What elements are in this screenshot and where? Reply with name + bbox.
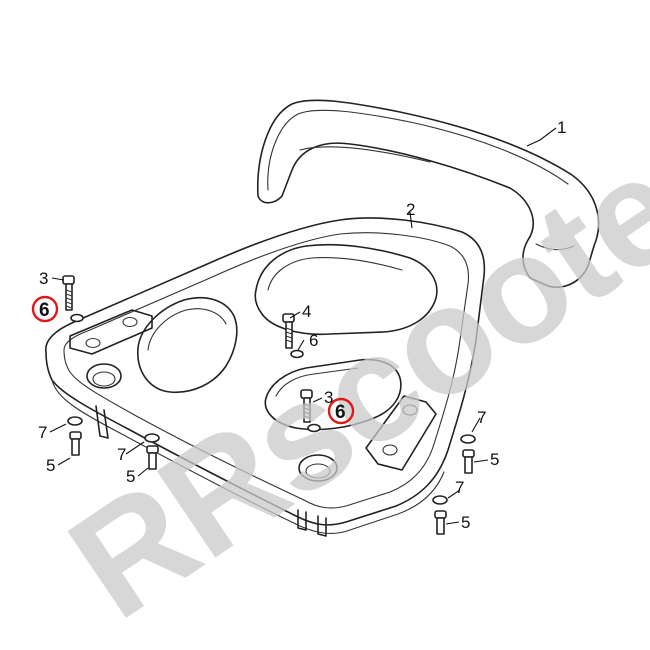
callout-5-left: 5 xyxy=(46,456,55,475)
callout-7-left: 7 xyxy=(38,423,47,442)
callout-6-left: 6 xyxy=(39,300,50,321)
callout-7-mid-left: 7 xyxy=(117,445,126,464)
callout-3-center: 3 xyxy=(324,388,333,407)
leader-lines xyxy=(49,127,557,525)
highlight-circle-6-left xyxy=(31,295,59,323)
callout-5-mid-left: 5 xyxy=(126,467,135,486)
callout-7-right-lower: 7 xyxy=(455,478,464,497)
bolt-5-right-upper xyxy=(460,434,476,474)
bolt-3-left xyxy=(62,275,75,311)
callout-6-center: 6 xyxy=(335,402,346,423)
callout-1: 1 xyxy=(557,118,566,137)
callout-6-middle: 6 xyxy=(309,331,318,350)
callout-2: 2 xyxy=(406,200,415,219)
washer-6-left xyxy=(70,313,84,323)
backrest-part xyxy=(257,99,600,288)
bolt-4 xyxy=(282,313,295,349)
rack-body-part xyxy=(45,217,486,537)
washer-6-center xyxy=(307,423,321,433)
bolt-5-mid-left xyxy=(144,433,160,470)
callout-5-right-upper: 5 xyxy=(490,450,499,469)
callout-4: 4 xyxy=(302,302,311,321)
callout-7-right-upper: 7 xyxy=(477,408,486,427)
callout-3-left: 3 xyxy=(39,269,48,288)
bolt-5-left xyxy=(67,416,83,456)
bolt-3-center xyxy=(300,389,313,423)
bolt-5-right-lower xyxy=(432,495,448,535)
highlight-circle-6-center xyxy=(327,397,355,425)
callout-5-right-lower: 5 xyxy=(461,513,470,532)
washer-6-middle xyxy=(290,349,304,359)
